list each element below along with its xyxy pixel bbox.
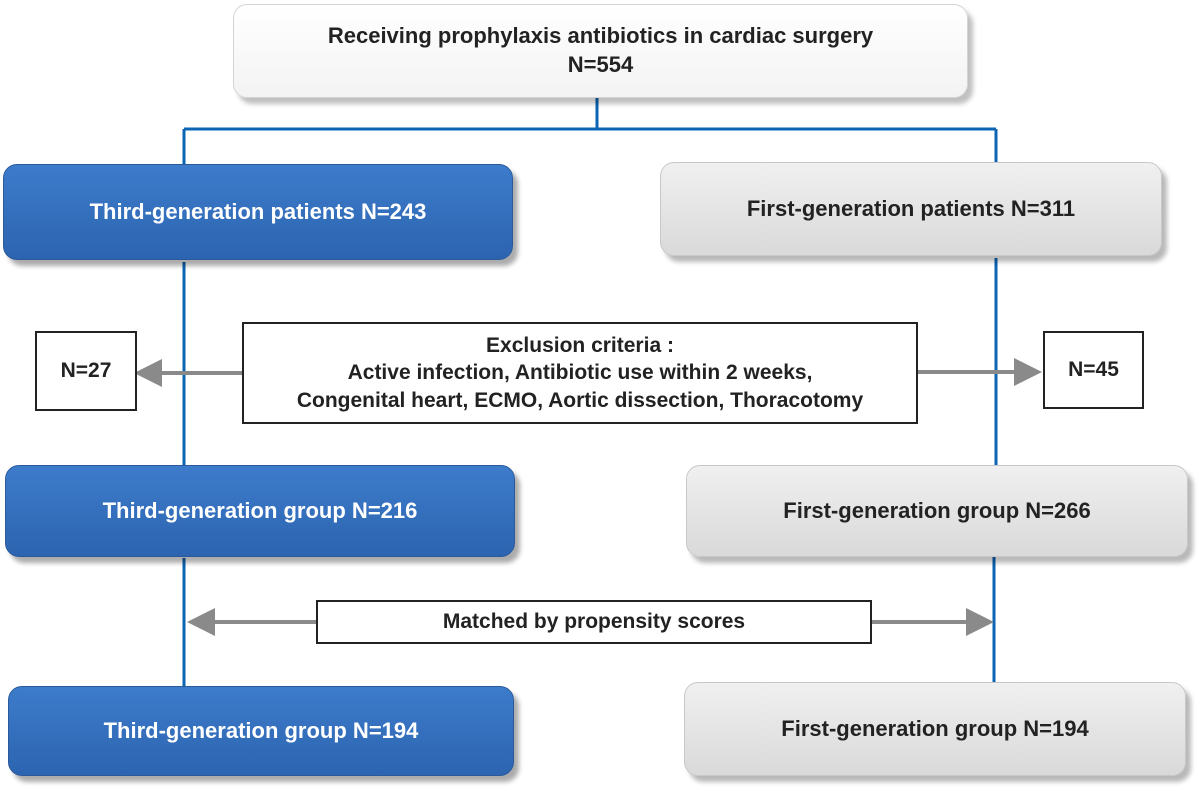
first-generation-group-box: First-generation group N=266 — [686, 465, 1188, 557]
total-patients-box: Receiving prophylaxis antibiotics in car… — [233, 4, 968, 98]
right-excluded-count: N=45 — [1068, 358, 1119, 382]
third-generation-patients-label: Third-generation patients N=243 — [89, 198, 427, 224]
blue-connectors — [182, 98, 998, 686]
third-generation-matched-label: Third-generation group N=194 — [103, 717, 419, 743]
first-generation-patients-label: First-generation patients N=311 — [746, 195, 1076, 221]
third-generation-patients-box: Third-generation patients N=243 — [3, 164, 513, 260]
first-generation-group-label: First-generation group N=266 — [783, 497, 1091, 523]
first-generation-matched-label: First-generation group N=194 — [781, 715, 1089, 741]
third-generation-group-box: Third-generation group N=216 — [5, 465, 515, 557]
propensity-matching-box: Matched by propensity scores — [316, 600, 872, 644]
exclusion-criteria-title: Exclusion criteria : — [486, 334, 674, 358]
exclusion-criteria-line-2: Congenital heart, ECMO, Aortic dissectio… — [296, 388, 864, 412]
grey-arrows — [134, 358, 1042, 636]
third-generation-group-label: Third-generation group N=216 — [102, 497, 418, 523]
left-excluded-count: N=27 — [60, 359, 112, 383]
right-excluded-box: N=45 — [1043, 331, 1144, 409]
first-generation-patients-box: First-generation patients N=311 — [660, 162, 1162, 256]
propensity-matching-label: Matched by propensity scores — [442, 610, 746, 634]
exclusion-criteria-line-1: Active infection, Antibiotic use within … — [347, 361, 813, 385]
third-generation-matched-box: Third-generation group N=194 — [8, 686, 514, 776]
total-patients-count: N=554 — [567, 52, 634, 77]
exclusion-criteria-box: Exclusion criteria : Active infection, A… — [242, 322, 918, 424]
first-generation-matched-box: First-generation group N=194 — [684, 682, 1186, 776]
total-patients-title: Receiving prophylaxis antibiotics in car… — [327, 23, 874, 49]
left-excluded-box: N=27 — [35, 331, 137, 411]
